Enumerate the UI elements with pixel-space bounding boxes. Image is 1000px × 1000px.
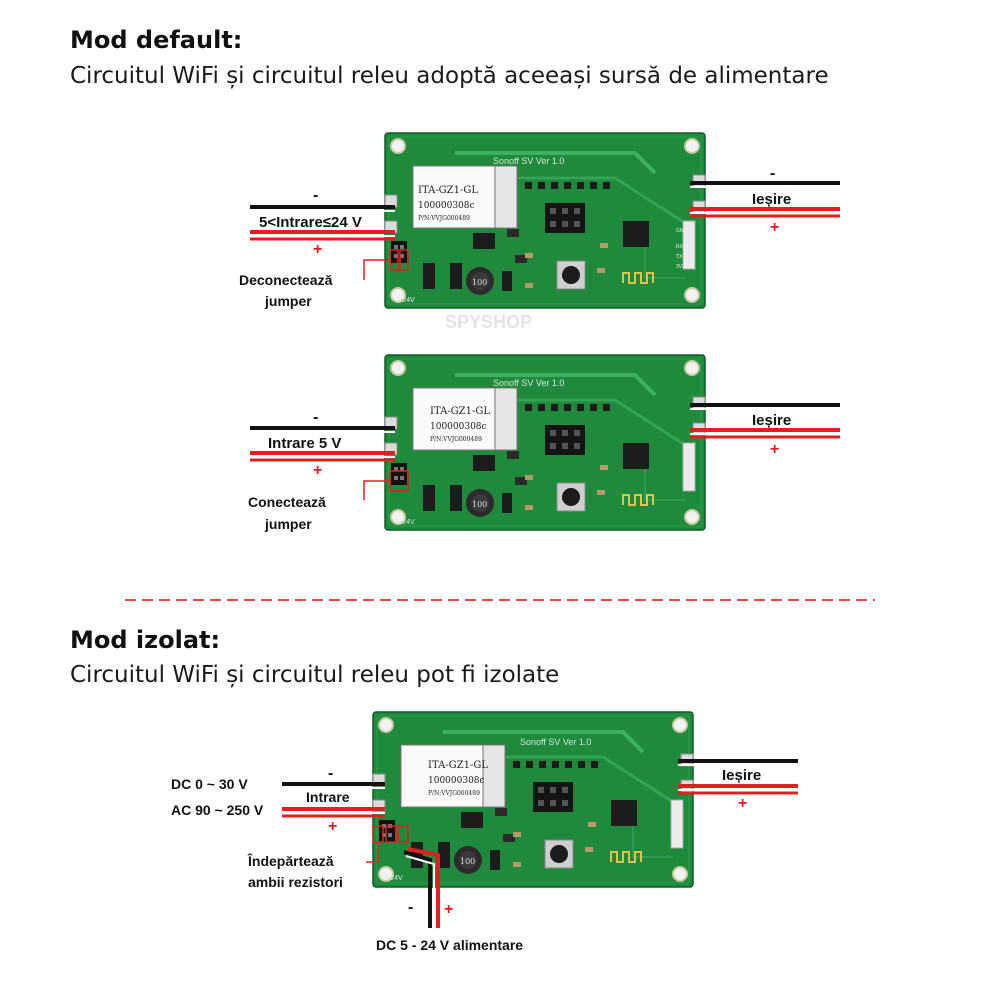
- pin-label: 3V3: [676, 264, 685, 270]
- supply-wires: [403, 847, 440, 928]
- output-wires-2: [690, 403, 840, 439]
- output-wires-1: [690, 181, 840, 218]
- input-wires-3: [282, 782, 385, 818]
- board-diagram-3: Sonoff SV Ver 1.0 ITA-GZ1-GL 100000308c …: [371, 710, 695, 889]
- module-label-1: ITA-GZ1-GL: [418, 185, 478, 196]
- input-label-3: Intrare: [306, 789, 350, 805]
- inductor-label: 100: [472, 278, 487, 287]
- output-label-3: Ieșire: [722, 767, 761, 784]
- board-silkscreen: Sonoff SV Ver 1.0: [520, 737, 591, 747]
- voltage-mark: 5-24V: [384, 875, 403, 882]
- section-isolated-title: Mod izolat:: [70, 626, 221, 654]
- section-default-subtitle: Circuitul WiFi și circuitul releu adoptă…: [70, 63, 829, 89]
- input-label-2: Intrare 5 V: [268, 435, 341, 452]
- module-label-2: 100000308c: [428, 776, 485, 786]
- board-diagram-2: Sonoff SV Ver 1.0 ITA-GZ1-GL 100000308c …: [383, 353, 707, 532]
- module-label-3: P/N:VVJG000489: [418, 215, 470, 222]
- module-label-3: P/N:VVJG000489: [428, 790, 480, 797]
- voltage-mark: 5-24V: [396, 519, 415, 526]
- resistor-label-b: ambii rezistori: [248, 874, 343, 890]
- inductor-label: 100: [460, 857, 475, 866]
- jumper-label-2a: Conectează: [248, 494, 326, 510]
- resistor-callout: [366, 825, 409, 863]
- output-minus-1: -: [770, 165, 775, 182]
- pin-label: RX: [676, 244, 684, 250]
- module-label-1: ITA-GZ1-GL: [430, 406, 490, 417]
- input-minus-1: -: [313, 187, 318, 204]
- input-plus-2: +: [313, 462, 322, 479]
- voltage-mark: 5-24V: [396, 297, 415, 304]
- input-label-1: 5<Intrare≤24 V: [259, 214, 362, 231]
- jumper-callout-2: [363, 470, 409, 500]
- output-plus-2: +: [770, 441, 779, 458]
- watermark: SPYSHOP: [445, 312, 532, 332]
- resistor-label-a: Îndepărtează: [247, 852, 334, 869]
- jumper-callout-1: [363, 249, 409, 280]
- input-wires-2: [250, 426, 395, 462]
- module-label-2: 100000308c: [418, 201, 475, 211]
- module-label-3: P/N:VVJG000489: [430, 436, 482, 443]
- inductor-label: 100: [472, 500, 487, 509]
- output-label-2: Ieșire: [752, 412, 791, 429]
- section-default-title: Mod default:: [70, 26, 243, 54]
- ac-input-label: AC 90 ~ 250 V: [171, 802, 264, 818]
- pin-label: TX: [676, 254, 683, 260]
- board-silkscreen: Sonoff SV Ver 1.0: [493, 156, 564, 166]
- jumper-label-2b: jumper: [264, 516, 312, 532]
- module-label-2: 100000308c: [430, 422, 487, 432]
- board-diagram-1: Sonoff SV Ver 1.0 ITA-GZ1-GL 100000308c …: [383, 131, 707, 310]
- module-label-1: ITA-GZ1-GL: [428, 760, 488, 771]
- pin-label: GND: [676, 228, 688, 234]
- input-wires-1: [250, 205, 395, 241]
- input-minus-3: -: [328, 765, 333, 782]
- input-plus-3: +: [328, 818, 337, 835]
- input-minus-2: -: [313, 409, 318, 426]
- output-plus-1: +: [770, 219, 779, 236]
- output-wires-3: [678, 759, 798, 795]
- jumper-label-1a: Deconectează: [239, 272, 333, 288]
- output-plus-3: +: [738, 795, 747, 812]
- supply-minus: -: [408, 899, 413, 916]
- supply-label: DC 5 - 24 V alimentare: [376, 937, 523, 953]
- board-silkscreen: Sonoff SV Ver 1.0: [493, 378, 564, 388]
- output-label-1: Ieșire: [752, 191, 791, 208]
- dc-input-label: DC 0 ~ 30 V: [171, 776, 248, 792]
- supply-plus: +: [444, 901, 453, 918]
- jumper-label-1b: jumper: [264, 293, 312, 309]
- section-isolated-subtitle: Circuitul WiFi și circuitul releu pot fi…: [70, 662, 560, 688]
- input-plus-1: +: [313, 241, 322, 258]
